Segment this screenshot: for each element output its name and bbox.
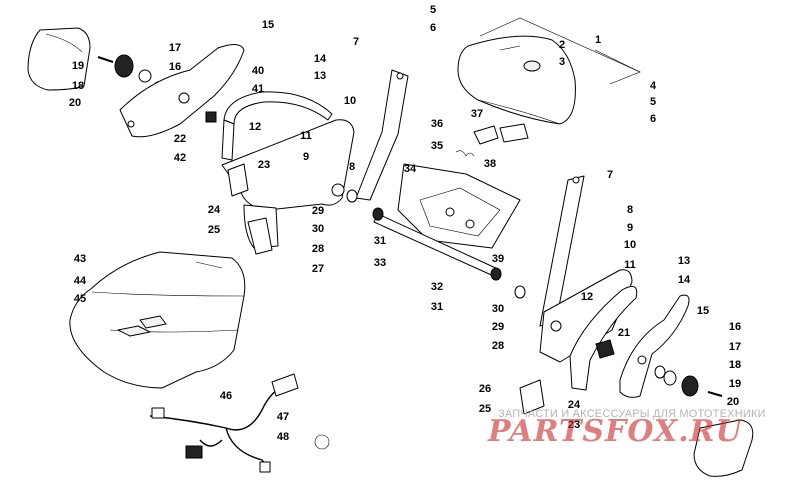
- callout-label-3: 3: [559, 56, 565, 68]
- callout-label-13: 13: [678, 255, 690, 267]
- callout-label-28: 28: [312, 243, 324, 255]
- callout-label-1: 1: [595, 34, 601, 46]
- callout-label-30: 30: [312, 223, 324, 235]
- callout-label-12: 12: [581, 291, 593, 303]
- callout-label-11: 11: [300, 130, 312, 142]
- callout-label-30: 30: [492, 303, 504, 315]
- callout-label-12: 12: [249, 121, 261, 133]
- callout-label-8: 8: [627, 204, 633, 216]
- callout-label-37: 37: [471, 108, 483, 120]
- callout-label-6: 6: [650, 113, 656, 125]
- callout-label-7: 7: [353, 36, 359, 48]
- callout-label-2: 2: [559, 39, 565, 51]
- callout-label-10: 10: [624, 239, 636, 251]
- callout-label-8: 8: [349, 161, 355, 173]
- callout-label-6: 6: [430, 22, 436, 34]
- callout-label-36: 36: [431, 118, 443, 130]
- left-side-bracket: [119, 44, 245, 138]
- callout-label-14: 14: [314, 53, 327, 65]
- callout-label-24: 24: [568, 399, 581, 411]
- callout-label-25: 25: [479, 403, 491, 415]
- wiring-harness: [149, 373, 330, 473]
- callout-label-9: 9: [627, 222, 633, 234]
- callout-label-5: 5: [650, 96, 656, 108]
- callout-label-15: 15: [262, 19, 274, 31]
- callout-label-19: 19: [72, 60, 84, 72]
- right-knob-assembly: [654, 365, 723, 397]
- callout-label-23: 23: [568, 419, 580, 431]
- callout-label-46: 46: [220, 390, 232, 402]
- callout-label-31: 31: [431, 301, 443, 313]
- assembly-bracket-1: [479, 17, 641, 85]
- callout-label-25: 25: [208, 224, 220, 236]
- seat-cushion: [69, 251, 246, 389]
- callout-label-28: 28: [492, 340, 504, 352]
- callout-label-48: 48: [277, 431, 289, 443]
- left-side-cover: [27, 27, 91, 91]
- callout-label-20: 20: [69, 97, 81, 109]
- callout-label-13: 13: [314, 70, 326, 82]
- callout-label-45: 45: [74, 293, 86, 305]
- callout-label-16: 16: [729, 321, 741, 333]
- backrest-pad: [457, 35, 576, 125]
- callout-label-39: 39: [492, 253, 504, 265]
- callout-label-15: 15: [697, 305, 709, 317]
- callout-label-19: 19: [729, 378, 741, 390]
- right-side-bracket: [619, 294, 690, 398]
- callout-label-14: 14: [678, 274, 691, 286]
- watermark-caption: ЗАПЧАСТИ И АКСЕССУАРЫ ДЛЯ МОТОТЕХНИКИ: [498, 408, 766, 420]
- callout-label-10: 10: [344, 95, 356, 107]
- watermark-logo-text: PARTSFOX.RU: [488, 414, 743, 449]
- callout-label-22: 22: [174, 133, 186, 145]
- callout-label-18: 18: [729, 359, 741, 371]
- callout-label-21: 21: [618, 327, 630, 339]
- callout-label-17: 17: [729, 341, 741, 353]
- callout-label-31: 31: [374, 235, 386, 247]
- callout-label-29: 29: [312, 205, 324, 217]
- left-small-parts: [205, 111, 273, 255]
- right-small-knob: [595, 339, 615, 359]
- callout-label-41: 41: [252, 83, 264, 95]
- callout-label-43: 43: [74, 253, 86, 265]
- callout-label-20: 20: [727, 396, 739, 408]
- callout-label-44: 44: [74, 275, 87, 287]
- callout-label-5: 5: [430, 4, 436, 16]
- callout-label-34: 34: [404, 163, 417, 175]
- callout-label-16: 16: [169, 61, 181, 73]
- callout-label-9: 9: [303, 151, 309, 163]
- callout-label-23: 23: [258, 159, 270, 171]
- latch-parts: [455, 123, 529, 157]
- callout-label-32: 32: [431, 281, 443, 293]
- callout-label-27: 27: [312, 263, 324, 275]
- left-handle-loop: [221, 91, 333, 161]
- callout-label-35: 35: [431, 140, 443, 152]
- right-lower-clip: [519, 379, 545, 415]
- center-frame: [397, 163, 521, 249]
- callout-label-17: 17: [169, 42, 181, 54]
- callout-label-24: 24: [208, 204, 221, 216]
- callout-label-4: 4: [650, 80, 657, 92]
- callout-label-29: 29: [492, 321, 504, 333]
- callout-label-26: 26: [479, 383, 491, 395]
- right-side-cover: [693, 419, 754, 477]
- callout-label-33: 33: [374, 257, 386, 269]
- callout-label-42: 42: [174, 152, 186, 164]
- callout-label-40: 40: [252, 65, 264, 77]
- left-vertical-strut: [355, 69, 409, 201]
- callout-label-38: 38: [484, 158, 496, 170]
- callout-label-11: 11: [624, 259, 636, 271]
- callout-label-7: 7: [607, 169, 613, 181]
- hinge-rod: [346, 189, 526, 299]
- callout-labels: 1234565671011121314151617181920224240412…: [69, 4, 741, 443]
- callout-label-47: 47: [277, 411, 289, 423]
- callout-label-18: 18: [72, 80, 84, 92]
